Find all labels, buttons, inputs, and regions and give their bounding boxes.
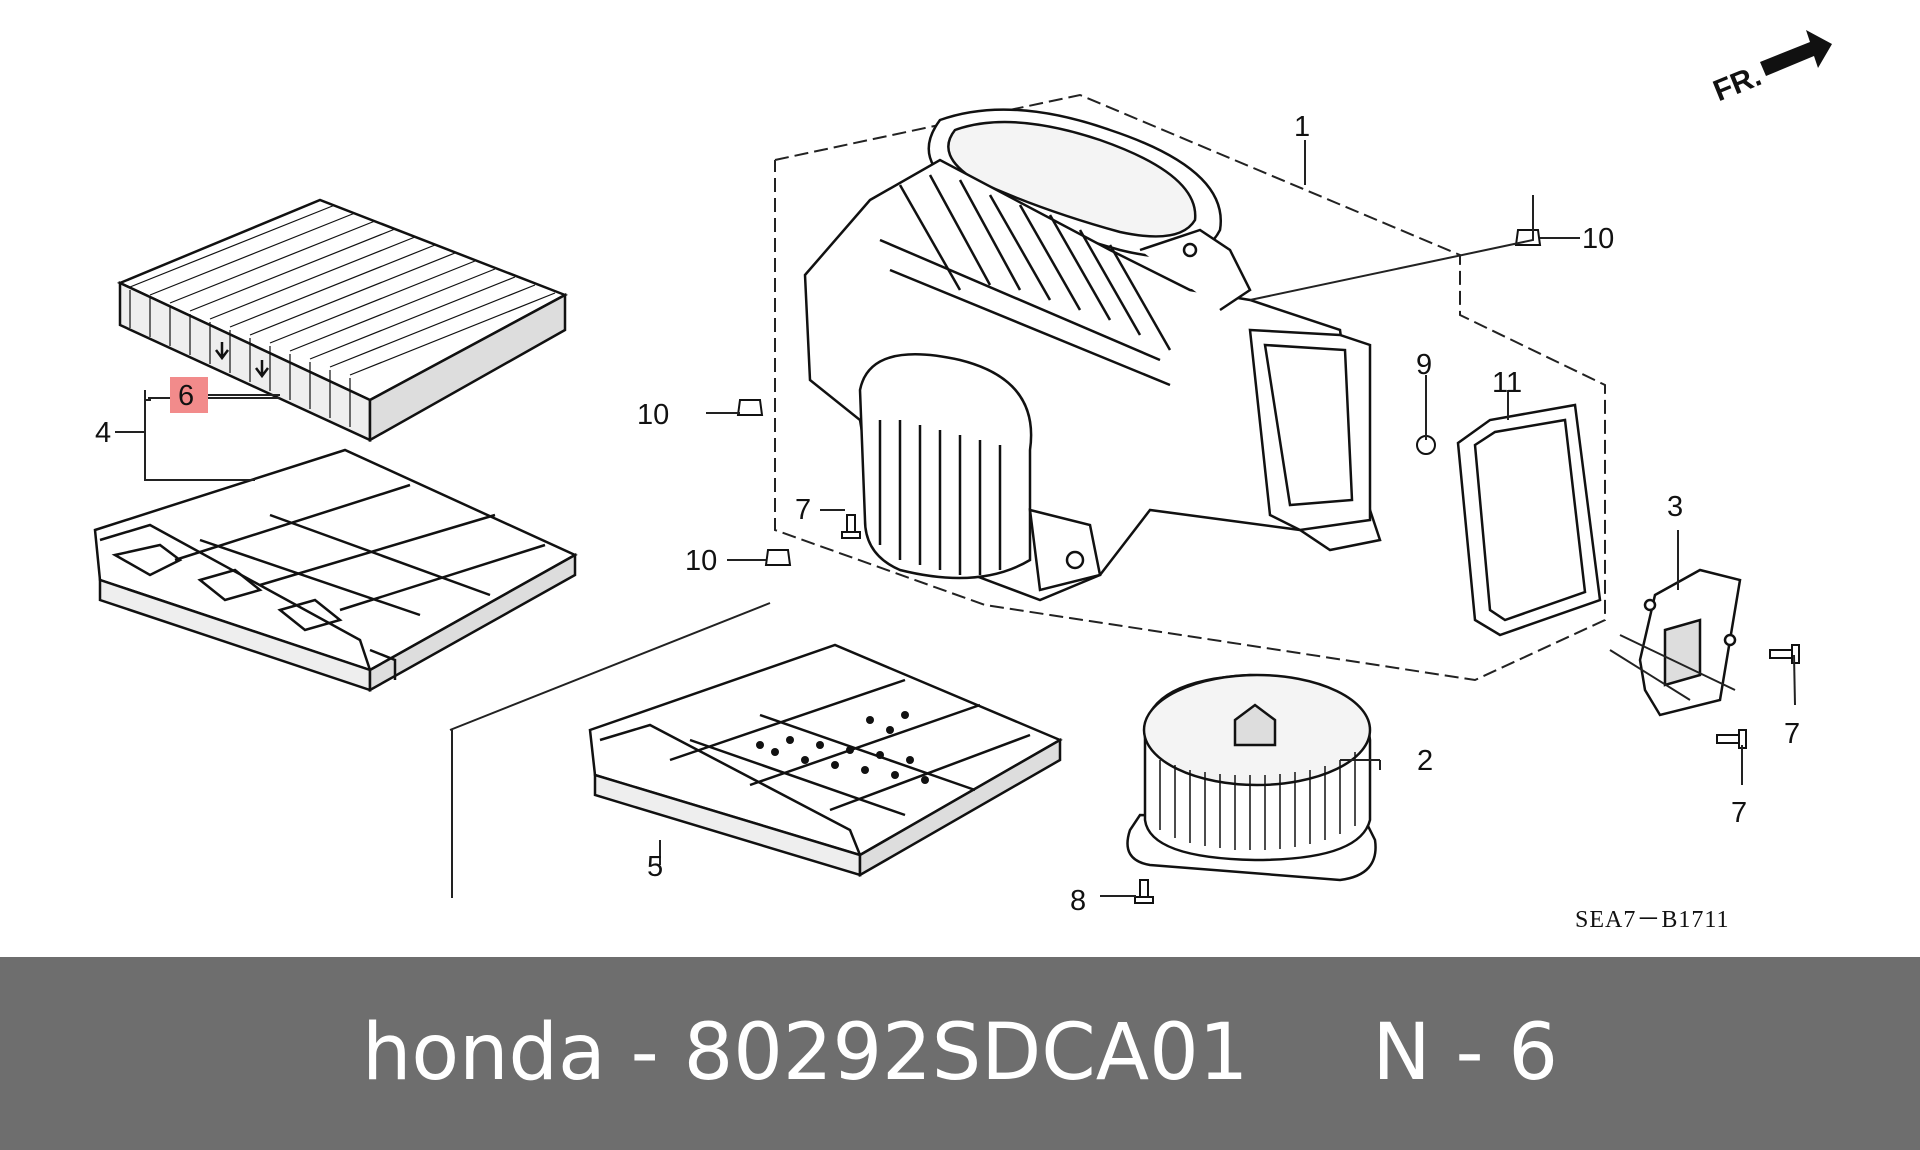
highlighted-callout-box <box>170 377 208 413</box>
callout-5: 5 <box>647 851 663 883</box>
callout-7-left: 7 <box>795 494 811 526</box>
callout-2: 2 <box>1417 745 1433 777</box>
diagram-code: SEA7－B1711 <box>1575 907 1729 933</box>
footer-bar: honda - 80292SDCA01 N - 6 <box>0 957 1920 1150</box>
callout-7-bottom: 7 <box>1731 797 1747 829</box>
air-filter-illustration <box>116 198 568 443</box>
parts-diagram: FR. <box>93 30 1832 933</box>
callout-7-right: 7 <box>1784 718 1800 750</box>
callout-11: 11 <box>1492 367 1522 399</box>
callout-6: 6 <box>178 380 194 412</box>
filter-case-illustration <box>93 448 578 693</box>
callout-3: 3 <box>1667 491 1683 523</box>
callout-9: 9 <box>1416 349 1432 381</box>
blower-housing-illustration <box>803 108 1382 602</box>
callout-10-lower: 10 <box>685 545 717 577</box>
callout-10-left: 10 <box>637 399 669 431</box>
callout-1: 1 <box>1294 111 1310 143</box>
fasteners-illustration <box>736 229 1800 904</box>
assembly-boundary-dashed <box>774 93 1606 682</box>
seal-illustration <box>1456 403 1602 637</box>
blower-fan-illustration <box>1126 673 1377 882</box>
callout-8: 8 <box>1070 885 1086 917</box>
callout-10-right: 10 <box>1582 223 1614 255</box>
diagram-canvas: FR. <box>93 30 1832 933</box>
front-direction-label: FR. <box>1709 59 1766 108</box>
leader-lines <box>115 140 1796 898</box>
front-direction-arrow-icon <box>1760 30 1832 76</box>
resistor-illustration <box>1638 568 1742 717</box>
callout-4: 4 <box>95 417 111 449</box>
filter-case-lower-illustration <box>588 643 1063 878</box>
part-number-caption: honda - 80292SDCA01 N - 6 <box>361 1008 1559 1098</box>
